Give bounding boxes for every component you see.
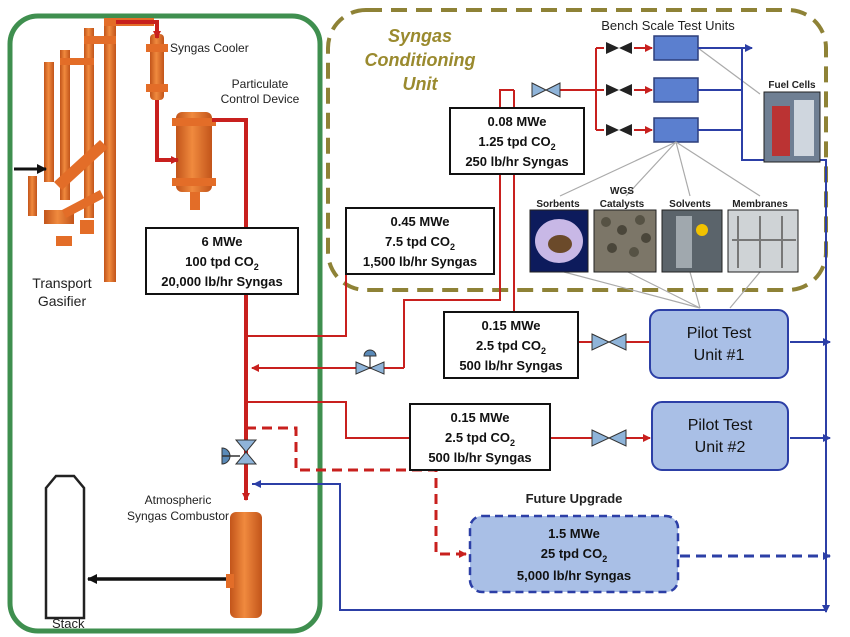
pilot-test-unit-1: Pilot Test Unit #1 <box>649 309 789 379</box>
svg-text:Pilot Test: Pilot Test <box>687 325 752 342</box>
pilot1-co2: 2.5 tpd CO2 <box>476 338 546 356</box>
wgs-label-1: WGS <box>610 186 634 197</box>
main-syngas: 20,000 lb/hr Syngas <box>161 274 282 289</box>
scu-feed-syngas: 1,500 lb/hr Syngas <box>363 254 477 269</box>
photo-membranes <box>727 209 799 273</box>
bench-units-label: Bench Scale Test Units <box>601 18 735 33</box>
bench-co2: 1.25 tpd CO2 <box>478 134 555 152</box>
main-mwe: 6 MWe <box>202 234 243 249</box>
photo-fuel-cells <box>763 91 821 163</box>
pilot2-box: 0.15 MWe 2.5 tpd CO2 500 lb/hr Syngas <box>409 403 551 471</box>
bench-unit-3 <box>653 117 699 143</box>
fuel-cells-label: Fuel Cells <box>768 80 816 91</box>
bench-valve-3[interactable] <box>606 124 632 136</box>
combustor-label-2: Syngas Combustor <box>127 509 229 523</box>
particulate-label-2: Control Device <box>221 92 300 106</box>
stack <box>44 474 86 620</box>
wgs-label-2: Catalysts <box>600 199 645 210</box>
particulate-label-1: Particulate <box>232 77 289 91</box>
stack-label: Stack <box>52 616 85 631</box>
bench-unit-2 <box>653 77 699 103</box>
bench-valve-2[interactable] <box>606 84 632 96</box>
syngas-path-to-cooler <box>116 20 161 39</box>
membranes-label: Membranes <box>732 199 788 210</box>
main-control-valve[interactable] <box>221 439 258 465</box>
pilot2-co2: 2.5 tpd CO2 <box>445 430 515 448</box>
scu-feed-valve[interactable] <box>531 82 561 98</box>
scu-feed-co2: 7.5 tpd CO2 <box>385 234 455 252</box>
bench-photo-connectors <box>559 47 761 309</box>
scu-feed-box: 0.45 MWe 7.5 tpd CO2 1,500 lb/hr Syngas <box>345 207 495 275</box>
bench-mwe: 0.08 MWe <box>487 114 546 129</box>
gasifier-label-1: Transport <box>32 275 92 291</box>
bench-syngas: 250 lb/hr Syngas <box>465 154 568 169</box>
pilot1-valve[interactable] <box>591 333 627 351</box>
svg-text:Pilot Test: Pilot Test <box>688 417 753 434</box>
photo-solvents <box>661 209 723 273</box>
svg-text:Unit #2: Unit #2 <box>695 439 746 456</box>
future-mwe: 1.5 MWe <box>548 526 600 541</box>
pilot2-valve[interactable] <box>591 429 627 447</box>
scu-riser <box>499 89 514 250</box>
combustor-label-1: Atmospheric <box>145 493 212 507</box>
scu-title-2: Conditioning <box>365 50 476 70</box>
branch-to-future <box>246 426 467 558</box>
bench-valve-1[interactable] <box>606 42 632 54</box>
future-syngas: 5,000 lb/hr Syngas <box>517 568 631 583</box>
scu-title-3: Unit <box>403 74 439 94</box>
bench-unit-1 <box>653 35 699 61</box>
future-upgrade-label: Future Upgrade <box>526 491 623 506</box>
main-flow-box: 6 MWe 100 tpd CO2 20,000 lb/hr Syngas <box>145 227 299 295</box>
pilot1-box: 0.15 MWe 2.5 tpd CO2 500 lb/hr Syngas <box>443 311 579 379</box>
particulate-control-device <box>172 112 216 210</box>
solvents-label: Solvents <box>669 199 711 210</box>
pilot1-syngas: 500 lb/hr Syngas <box>459 358 562 373</box>
main-co2: 100 tpd CO2 <box>185 254 259 272</box>
syngas-cooler <box>146 34 168 100</box>
atmospheric-syngas-combustor <box>230 512 262 618</box>
pilot-test-unit-2: Pilot Test Unit #2 <box>651 401 789 471</box>
scu-title-1: Syngas <box>388 26 452 46</box>
photo-sorbents <box>529 209 589 273</box>
syngas-path-to-pcd <box>155 100 179 164</box>
transport-gasifier <box>28 18 154 282</box>
plant-boundary <box>7 13 323 634</box>
scu-boundary <box>326 8 828 292</box>
gasifier-label-2: Gasifier <box>38 293 87 309</box>
pilot2-syngas: 500 lb/hr Syngas <box>428 450 531 465</box>
sorbents-label: Sorbents <box>536 199 580 210</box>
future-upgrade-unit: 1.5 MWe 25 tpd CO2 5,000 lb/hr Syngas <box>468 514 680 594</box>
svg-text:Unit #1: Unit #1 <box>694 347 745 364</box>
photo-wgs-catalysts <box>593 209 657 273</box>
branch-to-pilot1-return <box>403 250 501 368</box>
syngas-cooler-label: Syngas Cooler <box>170 41 249 55</box>
syngas-main-header <box>212 118 250 501</box>
future-co2: 25 tpd CO2 <box>541 546 607 564</box>
pilot2-mwe: 0.15 MWe <box>450 410 509 425</box>
pilot1-mwe: 0.15 MWe <box>481 318 540 333</box>
scu-feed-mwe: 0.45 MWe <box>390 214 449 229</box>
pressure-control-valve[interactable] <box>355 349 385 375</box>
bench-box: 0.08 MWe 1.25 tpd CO2 250 lb/hr Syngas <box>449 107 585 175</box>
